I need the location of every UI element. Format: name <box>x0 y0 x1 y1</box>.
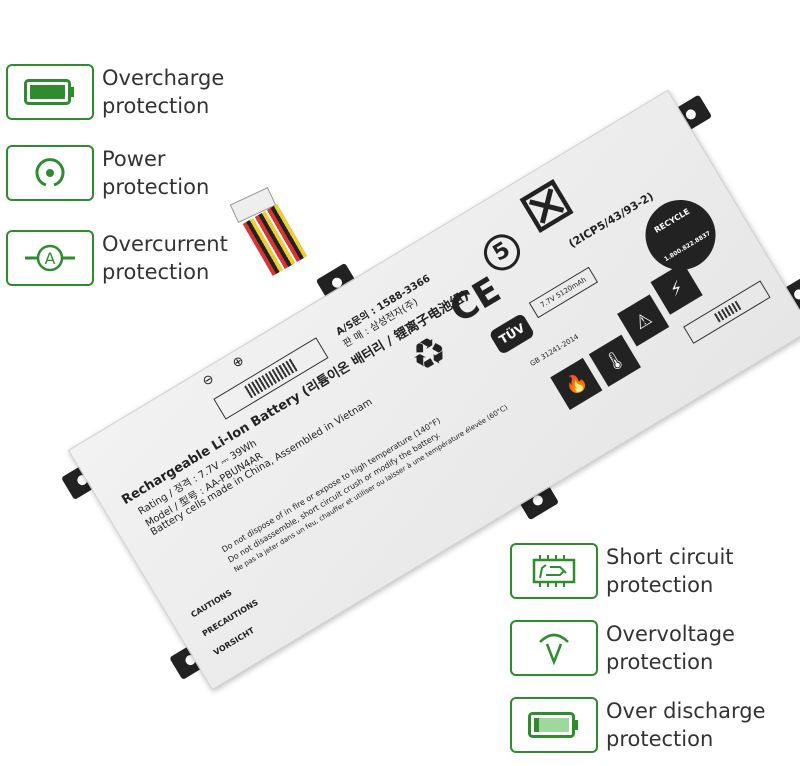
feature-label: Overvoltage <box>606 622 735 646</box>
feature-label: Power <box>102 147 166 171</box>
voltmeter-icon <box>510 620 598 676</box>
power-icon <box>6 145 94 201</box>
feature-label: protection <box>102 94 210 118</box>
spec-box: 7.7V 5120mAh <box>528 266 599 319</box>
feature-label: Overcurrent <box>102 232 228 256</box>
ammeter-icon: A <box>6 230 94 286</box>
tuv-mark: TÜV <box>488 312 536 356</box>
ce-mark: CE <box>443 269 508 332</box>
feature-label: protection <box>102 260 210 284</box>
feature-overcurrent: A Overcurrent protection <box>6 230 228 286</box>
plus-terminal: ⊕ <box>229 353 247 372</box>
feature-power: Power protection <box>6 145 209 201</box>
feature-over-discharge: Over discharge protection <box>510 697 766 753</box>
feature-label: Over discharge <box>606 699 766 723</box>
no-disassemble-icon: ⚡ <box>650 262 703 315</box>
feature-overcharge: Overcharge protection <box>6 64 224 120</box>
feature-label: Overcharge <box>102 66 225 90</box>
feature-label: protection <box>606 573 714 597</box>
feature-label: Short circuit <box>606 545 734 569</box>
battery-title: Rechargeable Li-Ion Battery (리튬이온 배터리 / … <box>119 288 472 509</box>
battery-full-icon <box>6 64 94 120</box>
caution-text: Ne pas la jeter dans un feu, chauffer et… <box>232 403 510 574</box>
minus-terminal: ⊖ <box>199 371 217 390</box>
recycle-phone: 1.800.822.8837 <box>663 229 712 264</box>
no-heat-icon: 🌡 <box>588 334 641 387</box>
no-pet-icon: ⚠ <box>617 294 670 347</box>
no-fire-icon: 🔥 <box>550 357 603 410</box>
caution-text: Do not dispose of in fire or expose to h… <box>220 416 443 555</box>
feature-short-circuit: Short circuit protection <box>510 543 734 599</box>
vorsicht-heading: VORSICHT <box>212 625 256 658</box>
circuit-board-icon <box>510 543 598 599</box>
battery-low-icon <box>510 697 598 753</box>
recycle-text: RECYCLE <box>652 206 692 235</box>
feature-label: protection <box>102 175 210 199</box>
svg-text:A: A <box>45 249 56 268</box>
feature-label: protection <box>606 727 714 751</box>
feature-label: protection <box>606 650 714 674</box>
feature-overvoltage: Overvoltage protection <box>510 620 735 676</box>
